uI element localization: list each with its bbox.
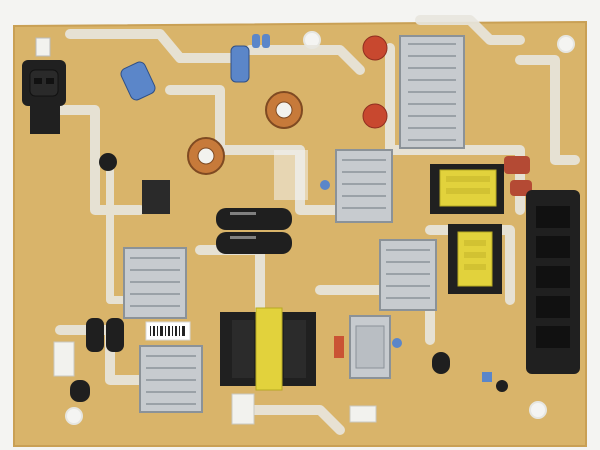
output-connector (526, 190, 580, 374)
red-disc-components (362, 35, 532, 196)
heatsink-large-top (399, 35, 465, 149)
transformer-right (448, 224, 502, 294)
heatsink-left-middle (123, 247, 187, 319)
transformers (220, 164, 504, 391)
blue-capacitors (120, 34, 270, 101)
misc-components (99, 150, 508, 392)
ac-inlet-connector (22, 37, 66, 134)
toroid-inductors (187, 91, 303, 175)
heatsink-mid-right (379, 239, 437, 311)
mounting-hole (557, 35, 575, 53)
transformer-bottom (220, 307, 316, 391)
small-connectors (53, 341, 377, 425)
transformer-top (430, 164, 504, 214)
mounting-hole (529, 401, 547, 419)
heatsink-bottom-left (139, 345, 203, 413)
barcode-sticker (145, 321, 191, 341)
heatsink-middle (335, 149, 393, 223)
mounting-hole (65, 407, 83, 425)
electrolytic-capacitors (70, 208, 450, 402)
heatsink-small-bottom (349, 315, 391, 379)
heatsinks (123, 35, 465, 413)
